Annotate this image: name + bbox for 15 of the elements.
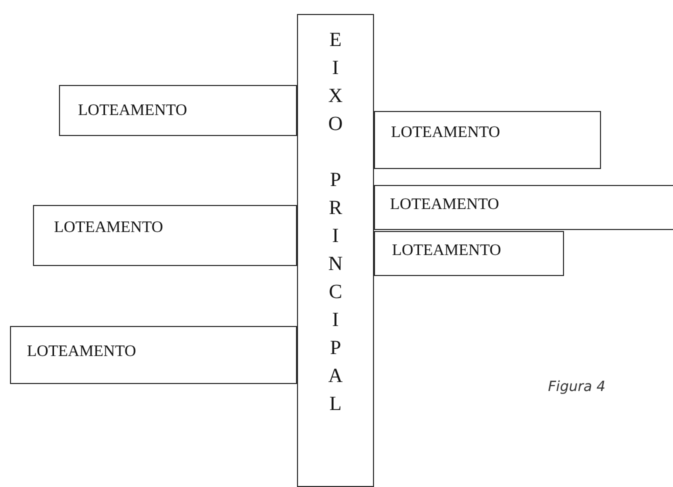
lot-label: LOTEAMENTO bbox=[391, 124, 500, 142]
lot-box bbox=[374, 185, 673, 230]
lot-box bbox=[374, 111, 601, 169]
lot-label: LOTEAMENTO bbox=[78, 102, 188, 120]
figure-caption: Figura 4 bbox=[548, 379, 606, 395]
lot-label: LOTEAMENTO bbox=[392, 242, 502, 260]
lot-box bbox=[10, 326, 297, 384]
lot-label: LOTEAMENTO bbox=[27, 343, 136, 361]
lot-label: LOTEAMENTO bbox=[54, 219, 164, 237]
lot-box bbox=[374, 231, 564, 276]
lot-box bbox=[33, 205, 297, 266]
lot-label: LOTEAMENTO bbox=[390, 196, 500, 214]
lot-box bbox=[59, 85, 297, 136]
main-axis-strip bbox=[297, 14, 374, 487]
axis-label: EIXO PRINCIPAL bbox=[326, 29, 346, 421]
